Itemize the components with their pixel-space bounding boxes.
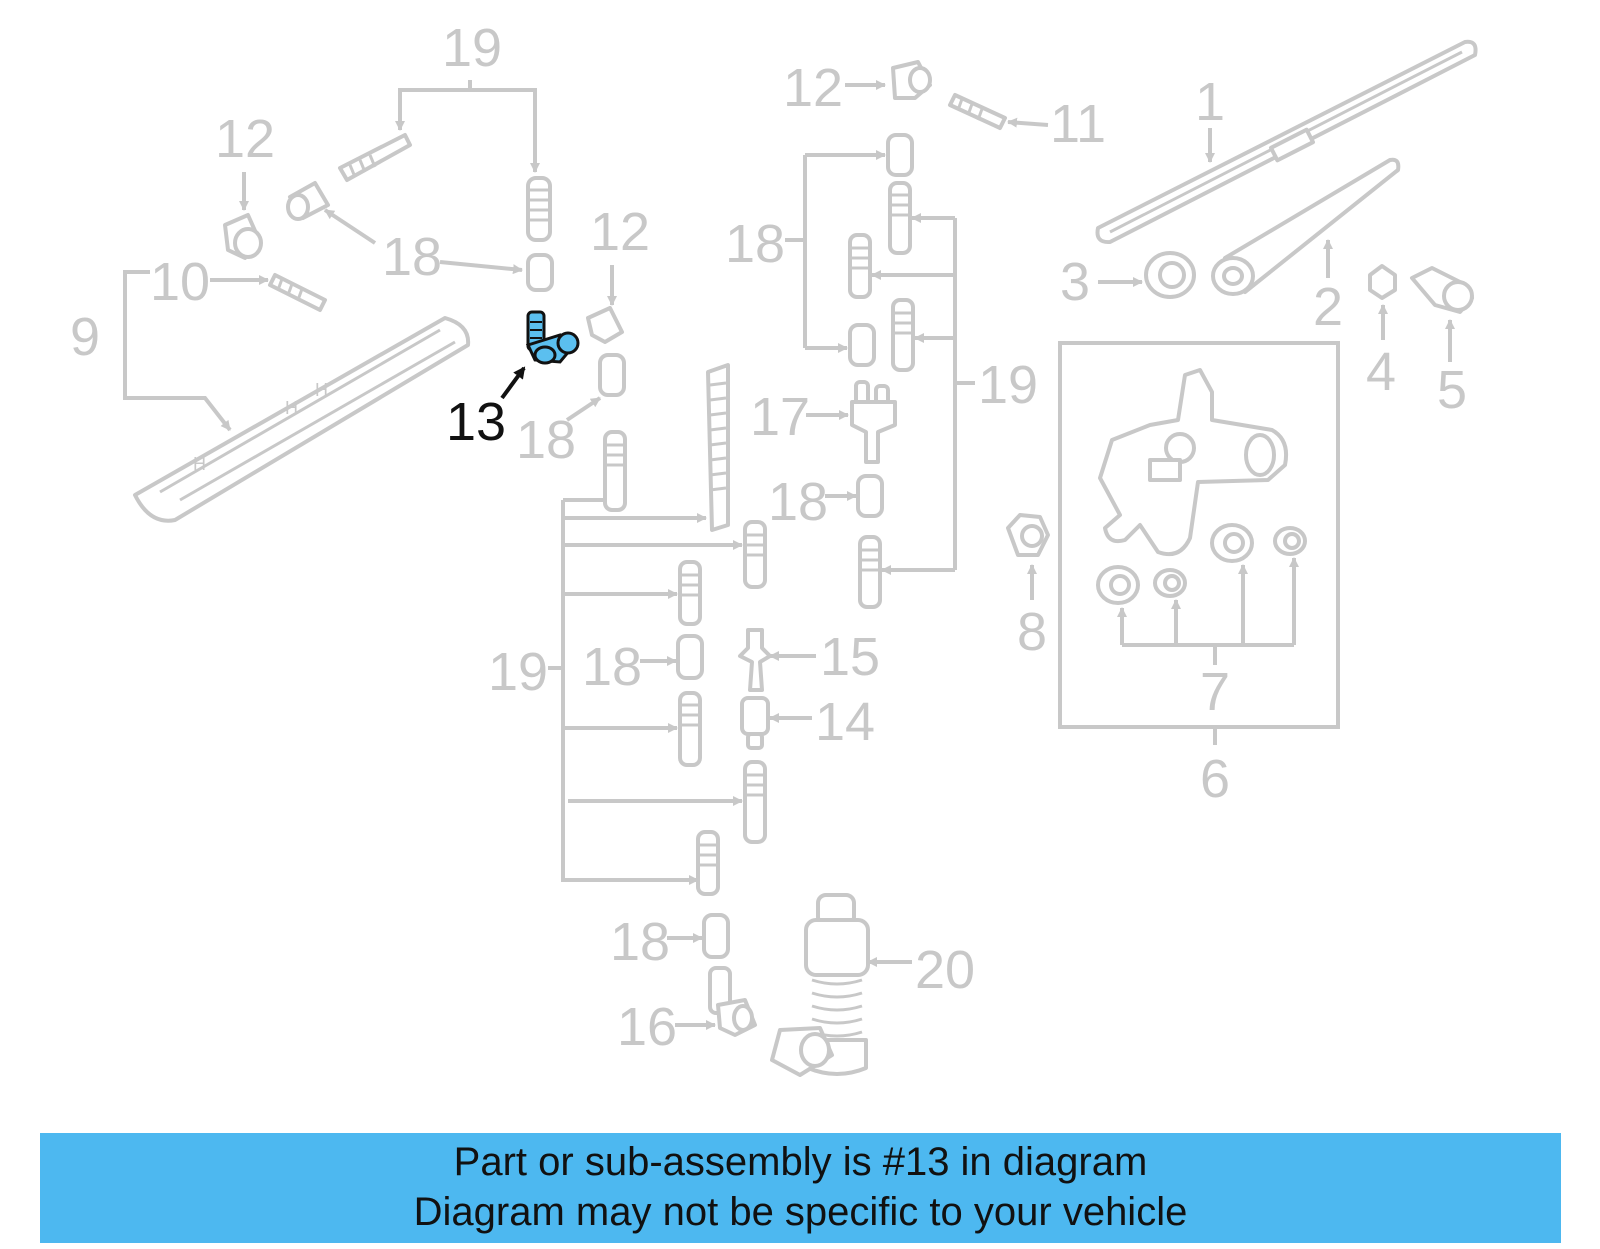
- svg-text:H: H: [285, 398, 298, 418]
- callout-13: 13: [446, 392, 506, 452]
- wiper-motor-part: [1098, 368, 1289, 557]
- connector-18-bottom-part: [702, 913, 730, 959]
- callout-18-lower: 18: [516, 410, 576, 470]
- callout-16: 16: [617, 997, 677, 1057]
- wiper-blade-1-part: [1095, 39, 1478, 245]
- callout-8: 8: [1017, 602, 1047, 662]
- nozzle-11-part: [948, 93, 1007, 130]
- bushings-7-parts: [1096, 523, 1307, 605]
- check-valve-15-part: [738, 628, 772, 692]
- elbow-16-part: [708, 966, 757, 1037]
- nozzle-10-part: [268, 273, 327, 312]
- connector-14-part: [740, 696, 770, 750]
- callout-12-left: 12: [215, 109, 275, 169]
- svg-text:H: H: [193, 454, 206, 474]
- callout-18-right: 18: [725, 214, 785, 274]
- connectors-18-right-parts: [848, 133, 914, 518]
- callout-14: 14: [815, 692, 875, 752]
- callout-20: 20: [915, 940, 975, 1000]
- callout-4: 4: [1366, 342, 1396, 402]
- connector-18-left-part: [286, 181, 330, 221]
- hoses-19-right-parts: [848, 181, 915, 609]
- callout-5: 5: [1437, 360, 1467, 420]
- t-connector-17-part: [850, 380, 897, 464]
- banner-line-1: Part or sub-assembly is #13 in diagram: [453, 1140, 1148, 1184]
- callout-19-center: 19: [488, 642, 548, 702]
- elbow-12-mid-part: [586, 306, 624, 344]
- wiper-arm-2-part: [1211, 157, 1401, 296]
- hose-19-vertical-part: [526, 176, 552, 242]
- connector-18-center-part: [676, 634, 704, 680]
- callout-19-top: 19: [442, 18, 502, 78]
- callout-18-bottom: 18: [610, 912, 670, 972]
- callout-3: 3: [1060, 252, 1090, 312]
- callout-1: 1: [1195, 72, 1225, 132]
- hose-19-column-parts: [603, 363, 767, 896]
- washer-pump-20-part: [770, 893, 870, 1077]
- callout-9: 9: [70, 307, 100, 367]
- grommet-8-part: [1006, 513, 1050, 557]
- banner-line-2: Diagram may not be specific to your vehi…: [413, 1190, 1188, 1234]
- callout-18-center: 18: [582, 637, 642, 697]
- callout-7: 7: [1200, 662, 1230, 722]
- callout-19-right: 19: [978, 355, 1038, 415]
- callout-18-right-lower: 18: [768, 472, 828, 532]
- info-banner: Part or sub-assembly is #13 in diagram D…: [40, 1133, 1561, 1243]
- callout-10: 10: [150, 252, 210, 312]
- connector-13-highlighted-part: [525, 310, 580, 365]
- callout-2: 2: [1313, 277, 1343, 337]
- callout-6: 6: [1200, 749, 1230, 809]
- callout-12-top: 12: [783, 58, 843, 118]
- hose-19-short-part: [338, 133, 412, 182]
- callout-18-left: 18: [382, 227, 442, 287]
- elbow-12-left-part: [223, 213, 263, 260]
- connector-18-mid-part: [526, 253, 554, 292]
- wiper-arm-9-part: H H H: [133, 316, 471, 523]
- motor-assembly-6-box: [1058, 341, 1340, 729]
- callout-12-mid: 12: [590, 202, 650, 262]
- callout-15: 15: [820, 627, 880, 687]
- svg-text:H: H: [315, 380, 328, 400]
- connector-18-lower-part: [598, 353, 626, 397]
- elbow-12-top-part: [891, 60, 932, 100]
- cap-3-part: [1144, 251, 1196, 299]
- callout-11: 11: [1050, 94, 1106, 154]
- nut-4-part: [1368, 264, 1397, 300]
- callout-17: 17: [750, 387, 810, 447]
- cover-5-part: [1410, 266, 1474, 314]
